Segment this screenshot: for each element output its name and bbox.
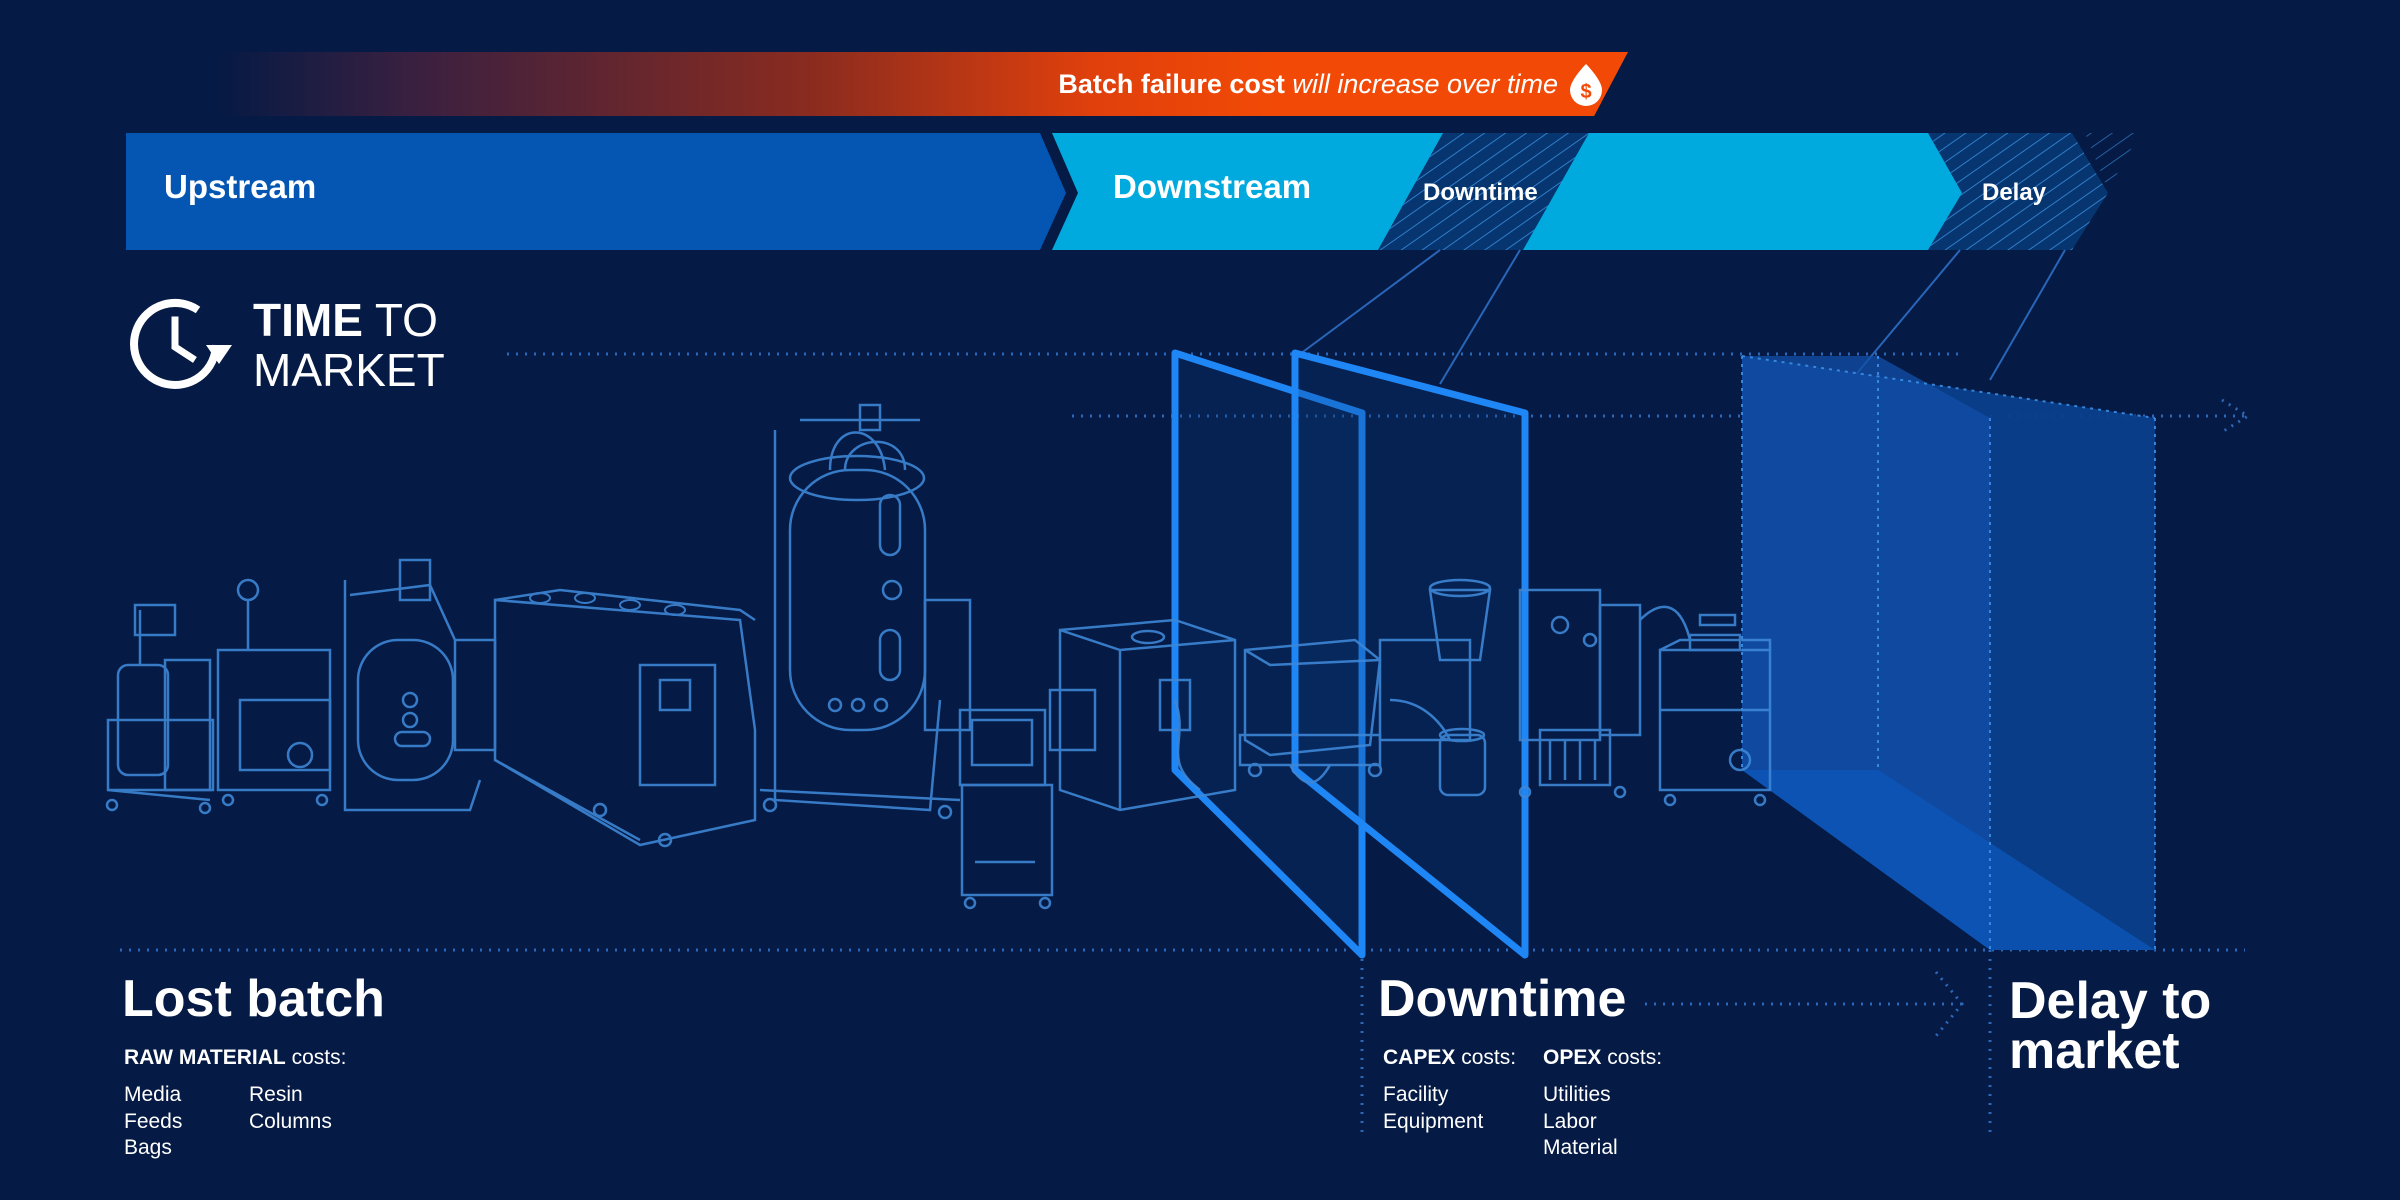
list-item: Labor bbox=[1543, 1109, 1597, 1133]
delay-title-line2: market bbox=[2009, 1022, 2180, 1080]
to-word: TO bbox=[374, 294, 438, 346]
costs-word: costs: bbox=[1607, 1046, 1663, 1069]
raw-material-list-1: Media Feeds Bags bbox=[124, 1082, 182, 1162]
banner-text: Batch failure cost will increase over ti… bbox=[1058, 52, 1558, 116]
delay-to-market-title: Delay to market bbox=[2009, 972, 2212, 1080]
opex-costs-label: OPEX costs: bbox=[1543, 1046, 1662, 1070]
list-item: Feeds bbox=[124, 1109, 183, 1133]
list-item: Facility bbox=[1383, 1083, 1449, 1106]
clock-refresh-icon bbox=[130, 298, 232, 389]
time-word: TIME bbox=[253, 294, 363, 346]
list-item: Columns bbox=[249, 1109, 332, 1133]
opex-word: OPEX bbox=[1543, 1046, 1602, 1069]
list-item: Media bbox=[124, 1083, 182, 1106]
raw-material-word: RAW MATERIAL bbox=[124, 1046, 286, 1069]
stage-bar bbox=[126, 133, 2140, 250]
money-drop-icon: $ bbox=[1570, 64, 1602, 106]
capex-list: Facility Equipment bbox=[1383, 1082, 1483, 1135]
list-item: Equipment bbox=[1383, 1109, 1484, 1133]
delay-stage-label: Delay bbox=[1982, 179, 2047, 206]
bioprocess-equipment bbox=[105, 403, 1772, 910]
capex-costs-label: CAPEX costs: bbox=[1383, 1046, 1516, 1070]
banner-italic-text: will increase over time bbox=[1292, 69, 1558, 99]
downstream-label: Downstream bbox=[1113, 168, 1312, 205]
time-to-market-line2: MARKET bbox=[253, 344, 445, 396]
list-item: Resin bbox=[249, 1083, 303, 1106]
time-to-market-line1: TIME TO bbox=[253, 295, 438, 345]
guide-lines bbox=[120, 352, 2245, 1135]
lost-batch-title: Lost batch bbox=[122, 970, 385, 1028]
batch-failure-cost-banner: Batch failure cost will increase over ti… bbox=[218, 52, 1628, 116]
raw-material-costs-label: RAW MATERIAL costs: bbox=[124, 1046, 346, 1070]
costs-word: costs: bbox=[291, 1046, 347, 1069]
costs-word: costs: bbox=[1461, 1046, 1517, 1069]
downtime-panes bbox=[1171, 349, 1529, 959]
raw-material-list-2: Resin Columns bbox=[249, 1082, 332, 1135]
svg-text:$: $ bbox=[1580, 81, 1591, 103]
list-item: Bags bbox=[124, 1136, 172, 1159]
list-item: Material bbox=[1543, 1136, 1618, 1159]
list-item: Utilities bbox=[1543, 1083, 1611, 1106]
upstream-label: Upstream bbox=[164, 168, 317, 205]
upstream-stage bbox=[126, 133, 1066, 250]
delay-title-line1: Delay to bbox=[2009, 972, 2212, 1030]
opex-list: Utilities Labor Material bbox=[1543, 1082, 1618, 1162]
capex-word: CAPEX bbox=[1383, 1046, 1456, 1069]
downtime-stage-label: Downtime bbox=[1423, 179, 1538, 206]
delay-box bbox=[1741, 355, 2156, 950]
banner-bold-text: Batch failure cost bbox=[1058, 69, 1285, 99]
downtime-title: Downtime bbox=[1378, 970, 1627, 1028]
